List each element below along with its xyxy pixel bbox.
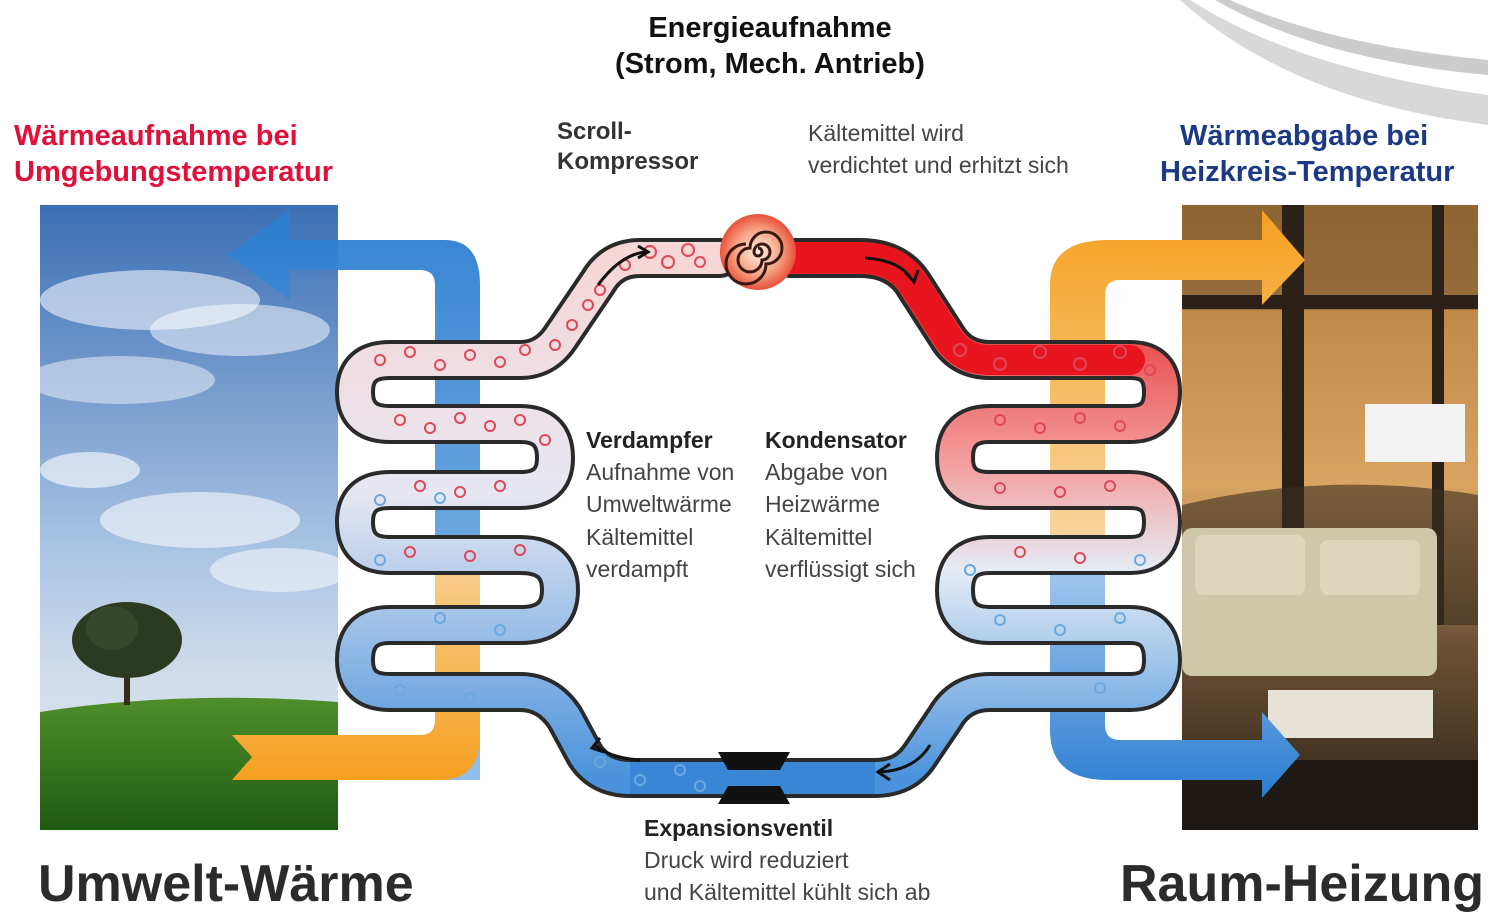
refrigerant-bubbles [374, 243, 1156, 564]
compressor-title-line2: Kompressor [557, 148, 699, 175]
heat-intake-label: Wärmeaufnahme bei Umgebungstemperatur [14, 118, 333, 191]
evaporator-line: Kältemittel [586, 523, 694, 550]
condenser-label: Kondensator Abgabe von Heizwärme Kältemi… [765, 424, 916, 585]
expansion-valve-desc-line1: Druck wird reduziert [644, 847, 849, 874]
landscape-photo [25, 205, 350, 830]
heat-intake-line2: Umgebungstemperatur [14, 156, 334, 189]
compressor-desc-line2: verdichtet und erhitzt sich [808, 152, 1069, 179]
evaporator-line: verdampft [586, 555, 689, 582]
compressor-title: Scroll- Kompressor [557, 117, 698, 177]
condenser-line: Heizwärme [765, 491, 881, 518]
heat-intake-line1: Wärmeaufnahme bei [14, 120, 298, 152]
condenser-line: Kältemittel [765, 523, 873, 550]
condenser-title: Kondensator [765, 427, 907, 453]
energy-input-line2: (Strom, Mech. Antrieb) [615, 48, 925, 81]
condenser-line: verflüssigt sich [765, 555, 916, 582]
compressor-desc-line1: Kältemittel wird [808, 120, 964, 146]
scroll-compressor-icon [720, 214, 796, 290]
heat-output-label: Wärmeabgabe bei Heizkreis-Temperatur [1160, 118, 1454, 191]
evaporator-coil [335, 238, 740, 798]
flow-direction-arrows [589, 244, 932, 782]
evaporator-line: Aufnahme von [586, 459, 735, 486]
compressor-description: Kältemittel wird verdichtet und erhitzt … [808, 117, 1069, 181]
heat-output-line2: Heizkreis-Temperatur [1160, 156, 1455, 189]
expansion-valve-desc-line2: und Kältemittel kühlt sich ab [644, 879, 931, 906]
evaporator-title: Verdampfer [586, 427, 713, 453]
expansion-valve-label: Expansionsventil Druck wird reduziert un… [644, 812, 930, 909]
living-room-photo [1182, 205, 1478, 830]
expansion-valve-title: Expansionsventil [644, 815, 834, 841]
energy-input-line1: Energieaufnahme [648, 12, 892, 44]
evaporator-line: Umweltwärme [586, 491, 732, 518]
heat-output-line1: Wärmeabgabe bei [1180, 120, 1429, 152]
room-heating-caption: Raum-Heizung [1120, 855, 1484, 913]
condenser-line: Abgabe von [765, 459, 888, 486]
ambient-heat-caption: Umwelt-Wärme [38, 855, 414, 913]
expansion-valve-icon [718, 752, 790, 804]
evaporator-label: Verdampfer Aufnahme von Umweltwärme Kält… [586, 424, 734, 585]
energy-input-label: Energieaufnahme (Strom, Mech. Antrieb) [520, 10, 1020, 83]
corner-swoosh [1180, 0, 1488, 125]
compressor-title-line1: Scroll- [557, 118, 632, 145]
